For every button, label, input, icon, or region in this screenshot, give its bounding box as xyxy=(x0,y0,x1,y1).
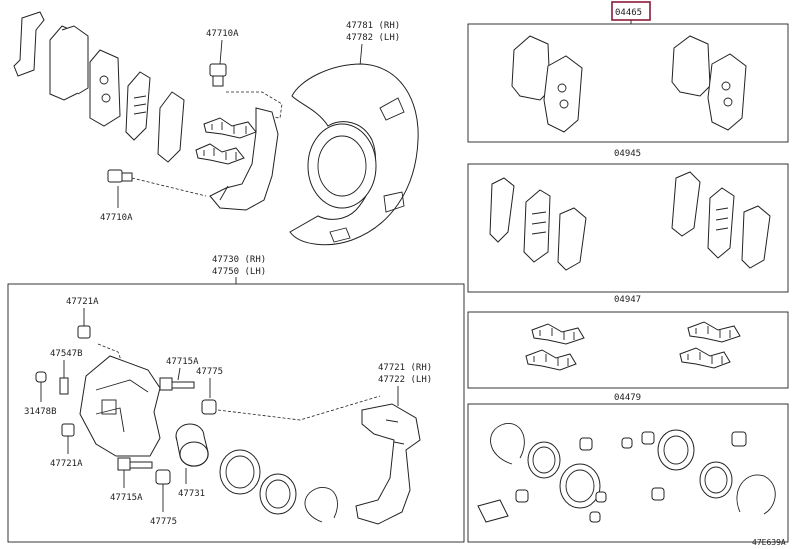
pad-set-right xyxy=(671,35,747,131)
label-dust-cover-rh: 47781 (RH) xyxy=(346,21,400,31)
dust-cover-part xyxy=(289,63,419,246)
retaining-ring-part xyxy=(304,487,338,523)
label-boot-lower: 47775 xyxy=(150,517,177,527)
piston-part xyxy=(175,423,209,467)
pin-bolt-top-part xyxy=(209,63,227,87)
label-kit-shims[interactable]: 04945 xyxy=(614,149,641,159)
mounting-clips xyxy=(195,117,257,165)
seal-kit-frame xyxy=(467,403,789,543)
caliper-body xyxy=(79,343,161,457)
pad-set-left xyxy=(511,35,583,133)
label-kit-seals[interactable]: 04479 xyxy=(614,393,641,403)
label-cap: 31478B xyxy=(24,407,57,417)
slide-pin-upper-part xyxy=(159,377,195,391)
shim-set-right xyxy=(671,171,771,269)
bleeder-part xyxy=(59,377,69,395)
pad-kit-frame xyxy=(467,23,789,143)
label-pin-bolt-top: 47710A xyxy=(206,29,239,39)
diagram-code: 47E639A xyxy=(752,538,786,547)
label-caliper-rh: 47730 (RH) xyxy=(212,255,266,265)
label-bushing-bottom: 47721A xyxy=(50,459,83,469)
label-bushing-top: 47721A xyxy=(66,297,99,307)
boot-ring-part xyxy=(259,473,297,515)
label-bleeder: 47547B xyxy=(50,349,83,359)
piston-seal-part xyxy=(219,449,261,495)
pad-shim-stack xyxy=(13,11,185,163)
boot-upper-part xyxy=(201,399,217,415)
label-slide-pin-upper: 47715A xyxy=(166,357,199,367)
seal-set xyxy=(477,423,776,523)
shim-set-left xyxy=(489,177,587,271)
slide-pin-lower-part xyxy=(117,457,153,471)
clip-set-left xyxy=(525,323,585,371)
bushing-bottom-part xyxy=(61,423,75,437)
clip-set-right xyxy=(679,321,741,369)
label-dust-cover-lh: 47782 (LH) xyxy=(346,33,400,43)
clip-kit-frame xyxy=(467,311,789,389)
label-caliper-lh: 47750 (LH) xyxy=(212,267,266,277)
label-pin-bolt-bottom: 47710A xyxy=(100,213,133,223)
label-piston: 47731 xyxy=(178,489,205,499)
shim-kit-frame xyxy=(467,163,789,293)
label-boot-upper: 47775 xyxy=(196,367,223,377)
bushing-top-part xyxy=(77,325,91,339)
label-bushing-rh: 47721 (RH) xyxy=(378,363,432,373)
mounting-bracket xyxy=(209,91,283,211)
cap-part xyxy=(35,371,47,383)
mounting-bracket-caliper xyxy=(355,403,421,525)
label-kit-clips[interactable]: 04947 xyxy=(614,295,641,305)
boot-lower-part xyxy=(155,469,171,485)
pin-bolt-bottom-part xyxy=(107,169,133,183)
label-bushing-lh: 47722 (LH) xyxy=(378,375,432,385)
label-slide-pin-lower: 47715A xyxy=(110,493,143,503)
label-kit-pads[interactable]: 04465 xyxy=(615,8,642,18)
